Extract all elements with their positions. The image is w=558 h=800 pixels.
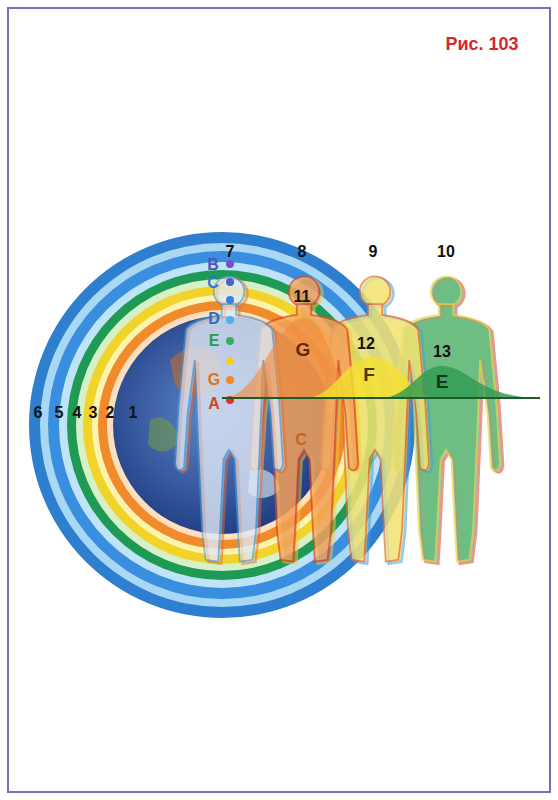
chakra-letter: D	[208, 311, 220, 327]
callout-number: 8	[298, 244, 307, 260]
callout-number: 13	[433, 344, 451, 360]
ring-number: 1	[129, 405, 138, 421]
ring-number: 2	[106, 405, 115, 421]
chakra-dots	[226, 260, 234, 404]
callout-number: 10	[437, 244, 455, 260]
callout-number: 9	[369, 244, 378, 260]
page-frame	[8, 8, 550, 792]
chakra-letter: C	[295, 432, 307, 448]
ring-number: 3	[89, 405, 98, 421]
ring-number: 4	[73, 405, 82, 421]
ring-number: 5	[55, 405, 64, 421]
ring-number: 6	[34, 405, 43, 421]
wave-letter: E	[436, 372, 449, 391]
callout-number: 12	[357, 336, 375, 352]
chakra-letter: B	[207, 257, 219, 273]
figure-title: Рис. 103	[445, 35, 518, 53]
human-figures	[175, 276, 503, 563]
wave-letter: F	[363, 365, 375, 384]
chakra-letter: A	[208, 396, 220, 412]
callout-number: 11	[294, 289, 311, 305]
wave-curves	[222, 318, 540, 398]
chakra-letter: C	[207, 275, 219, 291]
chakra-letter: G	[208, 372, 220, 388]
callout-number: 7	[226, 244, 235, 260]
wave-letter: G	[296, 340, 311, 359]
chakra-letter: E	[209, 333, 220, 349]
